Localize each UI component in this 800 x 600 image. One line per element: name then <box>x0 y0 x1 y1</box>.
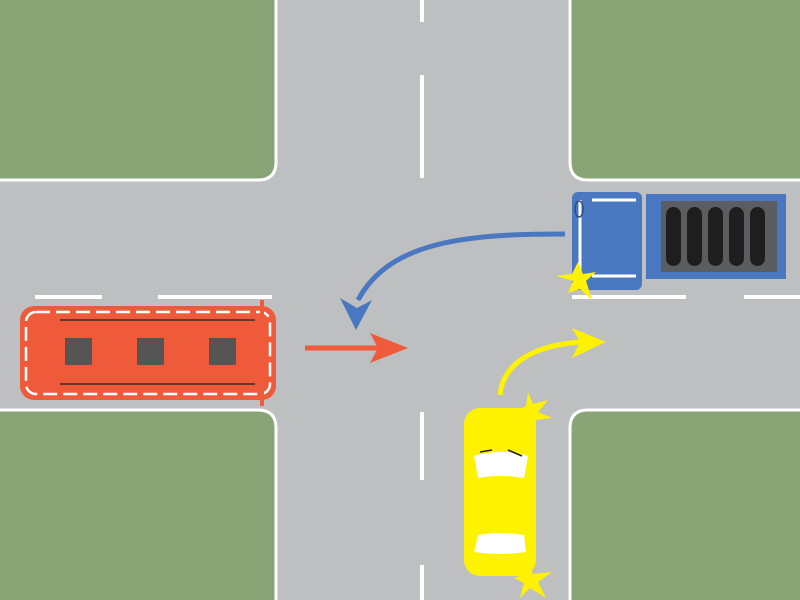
grass-top-left <box>0 0 278 182</box>
turn-signal-icon <box>514 562 552 598</box>
truck-left-turn-arrow <box>340 231 566 330</box>
turn-signal-icon <box>556 262 596 300</box>
lane-markings <box>35 0 800 600</box>
car-right-turn-arrow <box>497 328 606 396</box>
grass-bottom-right <box>568 408 800 600</box>
yellow-car <box>464 392 552 598</box>
bus-roof-vent <box>65 338 92 365</box>
blue-truck <box>556 192 786 300</box>
grass-bottom-left <box>0 408 278 600</box>
turn-signal-icon <box>515 392 552 432</box>
bus-roof-vent <box>137 338 164 365</box>
red-bus <box>20 300 276 406</box>
grass-top-right <box>568 0 800 182</box>
bus-roof-vent <box>209 338 236 365</box>
bus-straight-arrow <box>305 333 408 363</box>
